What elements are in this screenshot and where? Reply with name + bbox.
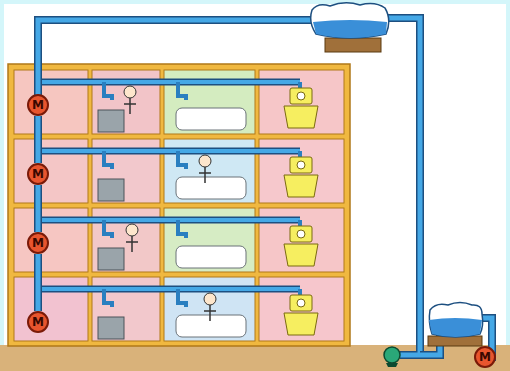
motor-circle: M [27,163,49,185]
faucet [104,289,112,307]
toilet-tank [290,226,312,242]
sink [98,179,124,201]
pipe-outline [34,185,42,232]
toilet-dial [297,161,305,169]
pipe-outline [38,286,300,293]
toilet-feed [298,151,302,157]
receiving-tank [429,303,482,338]
toilet-feed [298,82,302,88]
pipe-core [36,254,41,311]
tank-water [313,20,387,38]
person-body [124,98,136,114]
branch-pipe [38,218,300,222]
motor-letter: M [32,316,44,328]
motor-circle: M [27,94,49,116]
person-head [199,155,211,167]
roof-tank [311,3,389,38]
faucet [104,220,112,238]
motor-circle: M [27,232,49,254]
pipe-connector [38,116,39,163]
person-body [199,167,211,183]
person-body [204,305,216,321]
faucet [178,82,186,100]
motor-letter: M [32,237,44,249]
pipe-outline [38,79,300,86]
pipe-outline [34,254,42,311]
tank-stand [325,38,381,52]
bathtub [176,177,246,199]
sink [98,110,124,132]
ground [4,4,506,367]
pipe-outline [38,20,315,95]
faucet [178,220,186,238]
pipe-outline [34,116,42,163]
pipe-outline [38,148,300,155]
faucet [104,151,112,169]
toilet-tank [290,295,312,311]
supply-pipe [38,20,315,95]
toilet-bowl [284,313,318,335]
motor-letter: M [32,99,44,111]
person-body [126,236,138,252]
pipe-outline [385,18,420,355]
branch-pipe [38,287,300,291]
branch-pipe [38,80,300,84]
rooms [14,70,344,341]
toilet-bowl [284,175,318,197]
pump [384,347,400,363]
toilet-dial [297,230,305,238]
pipe-outline [38,217,300,224]
motor-circle: M [27,311,49,333]
faucet [104,82,112,100]
bathtub [176,315,246,337]
bathtub [176,108,246,130]
building [8,64,350,346]
bathtub [176,246,246,268]
motor-letter: M [479,351,491,363]
toilet-tank [290,88,312,104]
toilet-dial [297,92,305,100]
toilet-tank [290,157,312,173]
toilet-dial [297,299,305,307]
pipe-core [36,116,41,163]
branch-pipe [38,149,300,153]
toilet-feed [298,220,302,226]
motor-circle: M [474,346,496,368]
faucet [178,151,186,169]
pump-base [386,363,398,367]
toilet-bowl [284,106,318,128]
pipe-core [36,185,41,232]
person-head [204,293,216,305]
toilet-feed [298,289,302,295]
motor-letter: M [32,168,44,180]
pipe-connector [38,254,39,311]
person-head [126,224,138,236]
sink [98,248,124,270]
tank-water [429,318,482,337]
person-head [124,86,136,98]
toilet-bowl [284,244,318,266]
sink [98,317,124,339]
faucet [178,289,186,307]
pipe-connector [38,185,39,232]
lift-pipe [385,18,420,355]
